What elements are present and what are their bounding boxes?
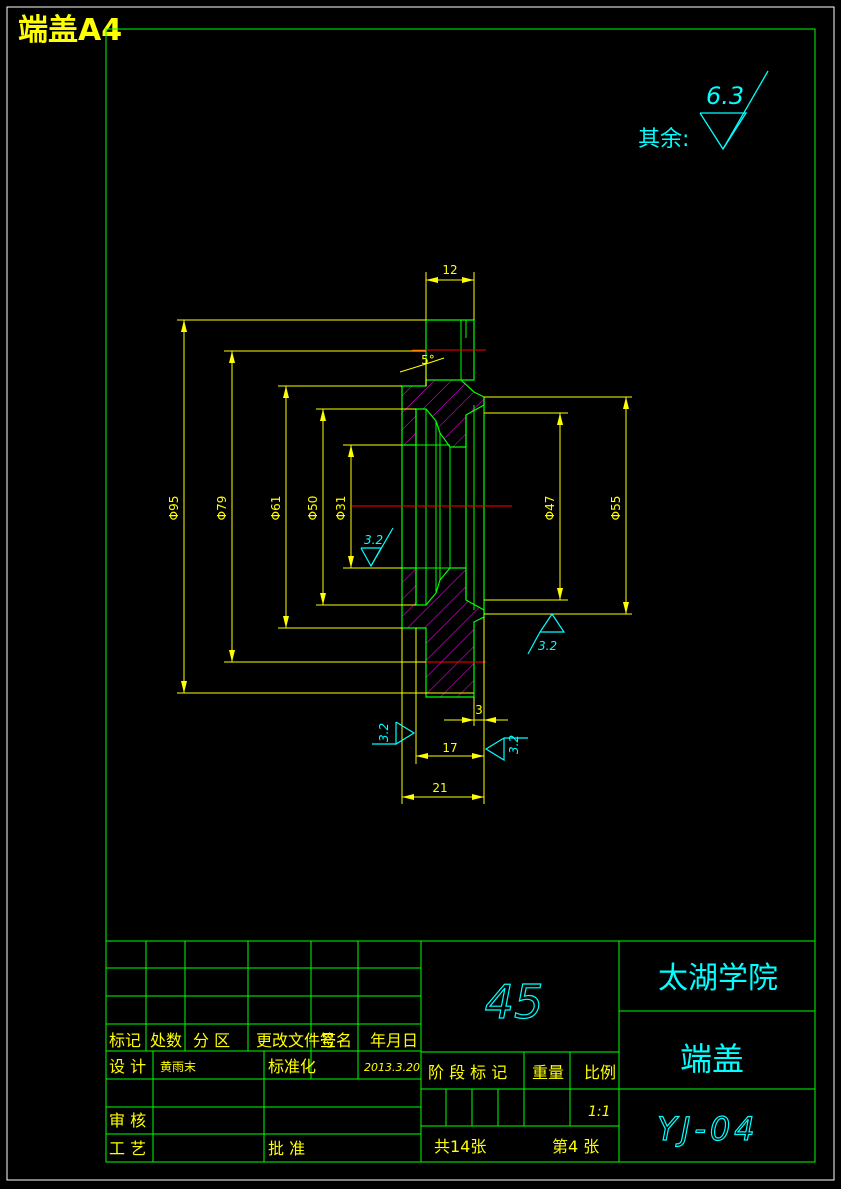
inner-frame [105,28,816,1163]
section-hatch-lower [401,567,485,698]
drawing-number: YJ-04 [657,1110,758,1148]
dim-d79: Φ79 [215,496,229,521]
scale-value: 1:1 [588,1104,611,1120]
dim-d95: Φ95 [167,496,181,521]
dim-d61: Φ61 [269,496,283,521]
review-label: 审 核 [109,1111,146,1130]
dim-d31: Φ31 [334,496,348,521]
header-sign: 签名 [320,1031,352,1050]
dim-w3: 3 [475,703,483,717]
approve-label: 批 准 [268,1139,305,1158]
sheet-number: 第4 张 [552,1137,599,1156]
header-count: 处数 [150,1031,182,1050]
dimension-arrows [181,277,629,800]
dim-d47: Φ47 [543,496,557,521]
roughness-note: 其余: 6.3 [638,70,769,152]
roughness-left-face: 3.2 [377,723,391,742]
roughness-bore: 3.2 [364,533,383,547]
process-label: 工 艺 [109,1139,146,1158]
dimensions [177,272,632,804]
stage-label: 阶 段 标 记 [428,1063,507,1082]
dim-angle: 5° [421,353,435,367]
roughness-symbols [360,527,566,762]
material: 45 [485,975,544,1029]
part-section [401,319,485,698]
design-date: 2013.3.20 [364,1061,420,1074]
designer-name: 黄雨末 [160,1060,196,1074]
header-change-doc: 更改文件号 [256,1031,336,1050]
roughness-note-label: 其余: [638,127,689,152]
header-mark: 标记 [109,1031,141,1050]
title-block-labels: 标记 处数 分 区 更改文件号 签名 年月日 设 计 黄雨末 标准化 2013.… [109,1031,616,1158]
roughness-note-value: 6.3 [706,82,744,110]
dim-w17: 17 [442,741,457,755]
dimension-labels: Φ95 Φ79 Φ61 Φ50 Φ31 Φ47 Φ55 12 17 21 3 5… [167,263,623,795]
header-zone: 分 区 [193,1031,230,1050]
total-sheets: 共14张 [434,1137,486,1156]
part-name: 端盖 [680,1040,744,1078]
header-date: 年月日 [370,1031,418,1050]
title-block [106,940,815,1162]
roughness-right-face: 3.2 [507,735,521,754]
dim-w21: 21 [432,781,447,795]
roughness-outer: 3.2 [538,639,557,653]
title-block-text: 45 太湖学院 端盖 YJ-04 [484,961,778,1149]
design-label: 设 计 [109,1057,146,1076]
dim-w12: 12 [442,263,457,277]
section-hatch-upper [401,379,485,448]
page-title: 端盖A4 [18,13,123,48]
weight-label: 重量 [532,1063,564,1082]
scale-label: 比例 [584,1063,616,1082]
dim-d55: Φ55 [609,496,623,521]
dim-d50: Φ50 [306,496,320,521]
outer-border [6,6,835,1181]
std-label: 标准化 [268,1057,316,1076]
school-name: 太湖学院 [658,961,778,996]
